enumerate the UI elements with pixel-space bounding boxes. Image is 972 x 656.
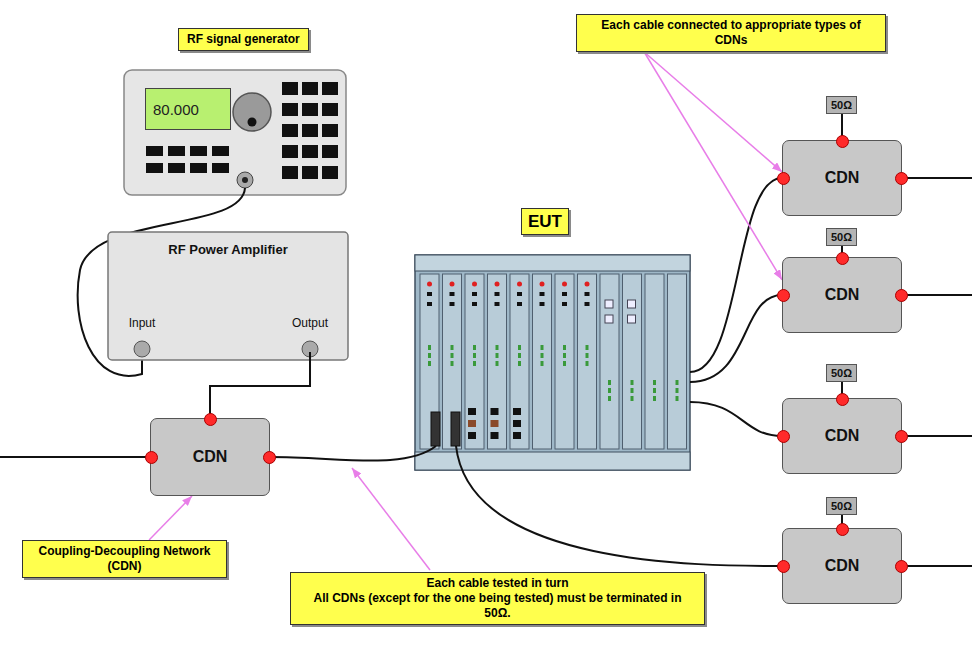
eut-cable bbox=[690, 178, 782, 372]
port-dot bbox=[145, 451, 158, 464]
termination-50-ohm: 50Ω bbox=[826, 364, 857, 382]
node-text: Each cable tested in turn bbox=[299, 576, 696, 591]
port-label: Input bbox=[129, 316, 156, 330]
port-dot bbox=[777, 172, 790, 185]
tested-cable bbox=[270, 446, 436, 461]
aux-cable bbox=[902, 565, 972, 567]
port-dot bbox=[204, 413, 217, 426]
port-dot bbox=[836, 523, 849, 536]
node-text: 50Ω bbox=[831, 231, 852, 243]
rf-cable bbox=[309, 352, 311, 360]
eut-rack bbox=[415, 255, 690, 470]
node-text: CDN bbox=[825, 169, 860, 187]
front-plug bbox=[451, 412, 460, 446]
front-plug bbox=[431, 412, 440, 446]
callout-arrow bbox=[644, 52, 782, 280]
generator-knob bbox=[233, 93, 271, 131]
cdn-box: CDN bbox=[782, 398, 902, 474]
eut-cable bbox=[456, 446, 782, 566]
node-text: Each cable connected to appropriate type… bbox=[585, 18, 877, 48]
rf-cable bbox=[210, 360, 310, 418]
eut-cable bbox=[690, 402, 782, 436]
node-text: All CDNs (except for the one being teste… bbox=[299, 591, 696, 621]
termination-50-ohm: 50Ω bbox=[826, 96, 857, 114]
aux-cable bbox=[902, 435, 972, 437]
aux-cable bbox=[902, 177, 972, 179]
cdn-box: CDN bbox=[782, 528, 902, 604]
node-text: 50Ω bbox=[831, 500, 852, 512]
frequency-display: 80.000 bbox=[145, 88, 231, 130]
knob-mark bbox=[248, 118, 257, 127]
port-dot bbox=[777, 430, 790, 443]
rack-top-rail bbox=[415, 255, 690, 271]
node-text: Coupling-Decoupling Network (CDN) bbox=[31, 544, 218, 574]
port-dot bbox=[777, 560, 790, 573]
callout-arrow bbox=[644, 52, 782, 172]
node-text: RF signal generator bbox=[187, 32, 300, 47]
port-dot bbox=[836, 135, 849, 148]
rack-cards bbox=[420, 274, 687, 449]
termination-50-ohm: 50Ω bbox=[826, 228, 857, 246]
eut-label: EUT bbox=[521, 208, 569, 235]
eut-cable bbox=[690, 295, 782, 382]
node-text: 80.000 bbox=[153, 101, 199, 118]
callout-label: RF signal generator bbox=[178, 28, 309, 51]
port-dot bbox=[895, 560, 908, 573]
callout-label: Each cable connected to appropriate type… bbox=[576, 14, 886, 52]
rf-power-amplifier: RF Power AmplifierInput Output bbox=[108, 232, 348, 360]
termination-50-ohm: 50Ω bbox=[826, 497, 857, 515]
connector-pin bbox=[242, 177, 248, 183]
node-text: 50Ω bbox=[831, 367, 852, 379]
signal-generator-body bbox=[124, 70, 346, 195]
note-box: Each cable tested in turnAll CDNs (excep… bbox=[290, 572, 705, 625]
cdn-box: CDN bbox=[782, 257, 902, 333]
node-text: CDN bbox=[193, 448, 228, 466]
rf-output-connector bbox=[237, 172, 253, 188]
power-amplifier-body bbox=[108, 232, 348, 360]
callout-arrow bbox=[149, 496, 192, 540]
port-dot bbox=[836, 393, 849, 406]
leader-line bbox=[352, 468, 430, 570]
device-title: RF Power Amplifier bbox=[168, 242, 287, 257]
node-text: EUT bbox=[528, 211, 562, 232]
node-text: CDN bbox=[825, 427, 860, 445]
callout-label: Coupling-Decoupling Network (CDN) bbox=[22, 540, 227, 578]
input-port bbox=[134, 341, 150, 357]
node-text: 50Ω bbox=[831, 99, 852, 111]
port-dot bbox=[263, 451, 276, 464]
cdn-box: CDN bbox=[782, 140, 902, 216]
aux-cable bbox=[902, 294, 972, 296]
port-label: Output bbox=[292, 316, 328, 330]
generator-buttons bbox=[146, 82, 338, 179]
node-text: CDN bbox=[825, 557, 860, 575]
rack-bottom-rail bbox=[415, 452, 690, 470]
port-dot bbox=[777, 289, 790, 302]
port-dot bbox=[895, 430, 908, 443]
port-dot bbox=[895, 289, 908, 302]
node-text: CDN bbox=[825, 286, 860, 304]
mains-cable bbox=[0, 456, 150, 458]
port-dot bbox=[836, 252, 849, 265]
port-dot bbox=[895, 172, 908, 185]
cdn-box: CDN bbox=[150, 418, 270, 496]
